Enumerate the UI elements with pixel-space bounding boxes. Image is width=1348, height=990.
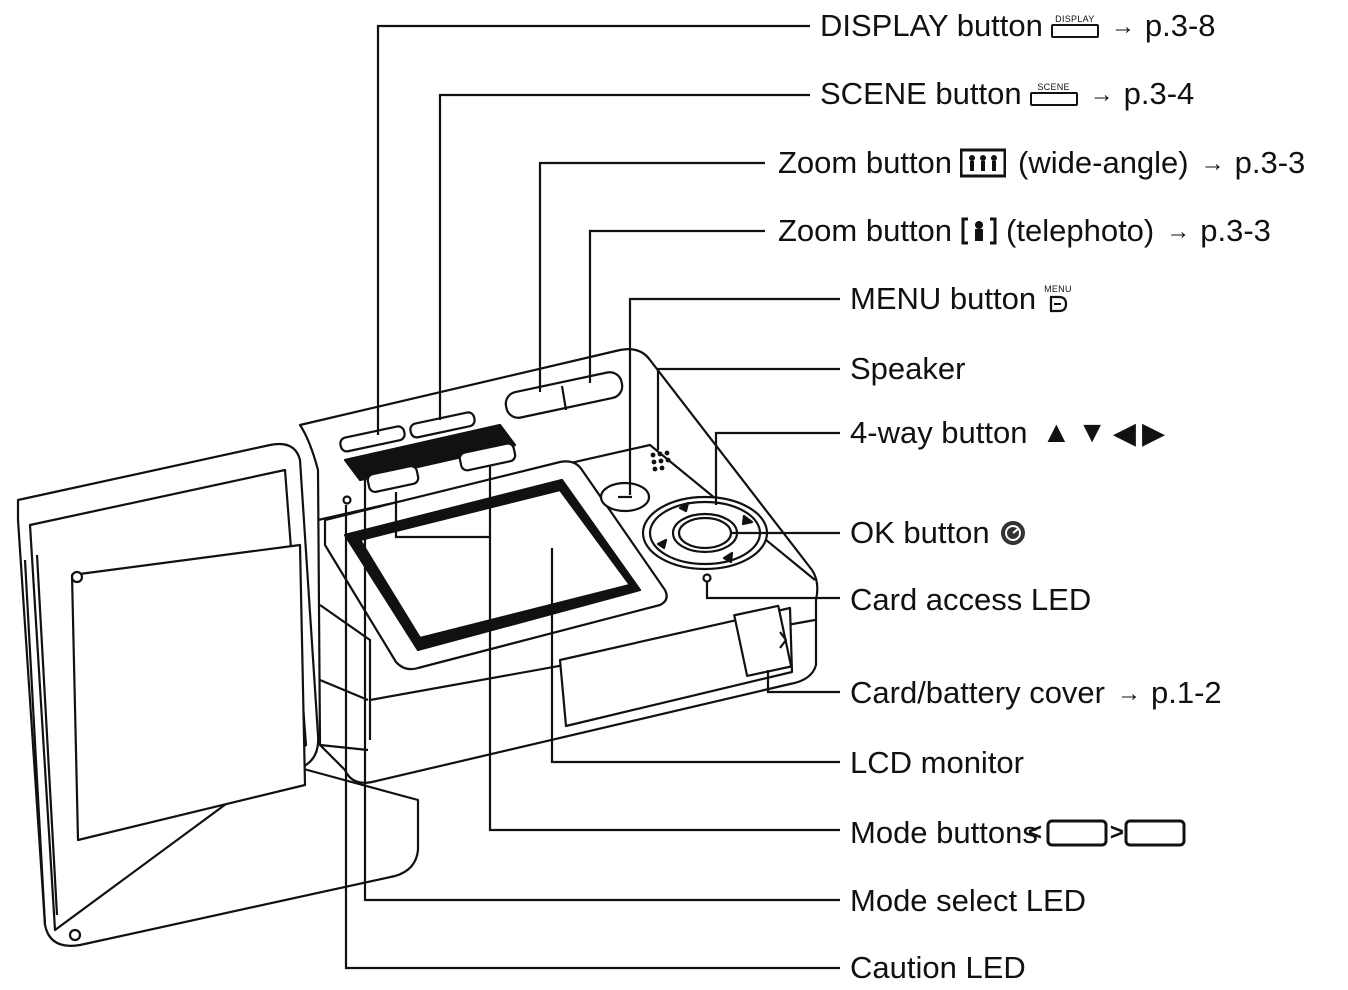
label-four-way-button: 4-way button ▲ ▼ ◀ ▶ <box>850 415 1166 450</box>
label-speaker: Speaker <box>850 351 966 386</box>
label-ok-button: OK button <box>850 513 1028 553</box>
scene-button-icon: SCENE <box>1029 82 1078 106</box>
label-zoom-tele: Zoom button (telephoto) →p.3-3 <box>778 213 1271 248</box>
four-way-arrows-icon: ▲ ▼ ◀ ▶ <box>1041 416 1166 450</box>
label-display-button: DISPLAY button DISPLAY →p.3-8 <box>820 8 1216 43</box>
mode-left-right-icon: < <box>1028 818 1108 848</box>
label-card-battery-cover: Card/battery cover →p.1-2 <box>850 675 1222 710</box>
mode-strip <box>343 423 517 482</box>
menu-button-icon: MENU <box>1044 284 1072 314</box>
label-zoom-wide: Zoom button (wide-angle) →p.3-3 <box>778 145 1306 180</box>
ok-center <box>671 512 739 554</box>
grip-panel <box>70 543 307 842</box>
wide-angle-icon <box>960 148 1007 178</box>
leader-lines <box>344 24 840 970</box>
label-scene-button: SCENE button SCENE →p.3-4 <box>820 76 1195 111</box>
label-caution-led: Caution LED <box>850 950 1026 985</box>
mode-right-icon: > <box>1110 818 1186 848</box>
label-card-access-led: Card access LED <box>850 582 1092 617</box>
label-mode-buttons: Mode buttons < > <box>850 813 1186 853</box>
label-mode-select-led: Mode select LED <box>850 883 1087 918</box>
display-button-icon: DISPLAY <box>1050 14 1099 38</box>
speaker-grille <box>650 450 671 472</box>
telephoto-icon <box>960 216 998 246</box>
card-cover <box>558 606 794 728</box>
ok-button-icon <box>998 518 1028 548</box>
label-lcd-monitor: LCD monitor <box>850 745 1024 780</box>
label-menu-button: MENU button MENU <box>850 281 1072 316</box>
